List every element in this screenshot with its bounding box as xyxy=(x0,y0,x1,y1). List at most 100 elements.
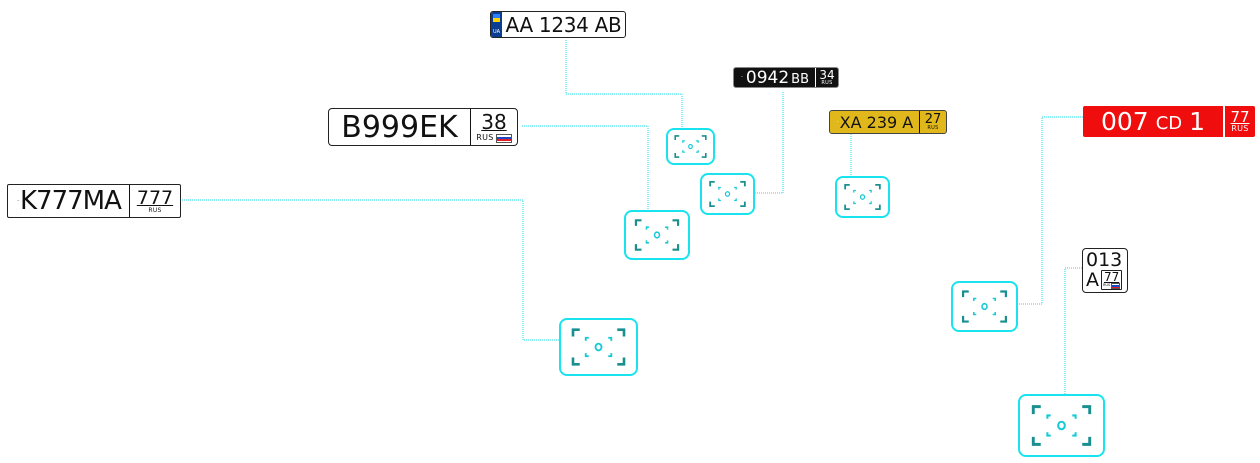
focus-circle xyxy=(981,302,988,311)
viewfinder-corner xyxy=(875,204,881,211)
connector-ua xyxy=(565,40,683,129)
focus-bracket xyxy=(1046,414,1051,419)
viewfinder-corner xyxy=(1082,436,1092,446)
russia-flag-icon xyxy=(495,133,512,143)
focus-bracket xyxy=(645,226,649,230)
plate-region: 77 xyxy=(1103,270,1120,284)
camera-k777[interactable] xyxy=(559,318,638,376)
focus-bracket xyxy=(853,201,856,205)
plate-region-label: RUS xyxy=(148,206,162,214)
viewfinder-corner xyxy=(709,201,715,208)
plate-line-2: A xyxy=(1086,269,1099,291)
viewfinder-corner xyxy=(961,290,969,298)
focus-bracket xyxy=(645,240,649,244)
focus-bracket xyxy=(682,140,685,143)
plate-number: K777MA xyxy=(20,186,122,216)
camera-viewfinder-icon xyxy=(674,135,707,158)
connector-b999 xyxy=(522,125,649,211)
camera-square[interactable] xyxy=(1018,394,1105,457)
plate-bolt: · xyxy=(17,197,19,205)
viewfinder-corner xyxy=(844,204,850,211)
focus-bracket xyxy=(718,198,721,202)
viewfinder-corner xyxy=(875,183,881,190)
viewfinder-corner xyxy=(634,219,642,226)
license-plate-k777ma: · K777MA 777 RUS xyxy=(7,184,181,218)
viewfinder-corner xyxy=(672,244,680,251)
license-plate-red: 007 CD 1 77 RUS xyxy=(1083,106,1255,137)
focus-bracket xyxy=(584,353,589,358)
plate-region: 77 xyxy=(1230,108,1250,126)
camera-viewfinder-icon xyxy=(709,180,746,208)
plate-region: 38 xyxy=(481,109,507,134)
focus-bracket xyxy=(665,240,669,244)
focus-bracket xyxy=(992,297,996,302)
viewfinder-corner xyxy=(571,357,580,366)
viewfinder-corner xyxy=(674,135,680,140)
focus-bracket xyxy=(682,150,685,153)
plate-region: 777 xyxy=(136,186,174,209)
viewfinder-corner xyxy=(701,153,707,158)
camera-b999[interactable] xyxy=(624,210,690,260)
license-plate-b999ek: B999EK 38 RUS xyxy=(328,108,518,146)
connector-square xyxy=(1064,267,1082,396)
plate-suffix: 1 xyxy=(1189,107,1206,136)
camera-viewfinder-icon xyxy=(844,183,881,211)
camera-yellow[interactable] xyxy=(835,176,890,218)
focus-bracket xyxy=(696,140,699,143)
plate-series: BB xyxy=(791,71,810,87)
plate-region-label: RUS xyxy=(1103,283,1111,288)
viewfinder-corner xyxy=(571,328,580,337)
focus-bracket xyxy=(973,297,977,302)
viewfinder-corner xyxy=(740,180,746,187)
focus-bracket xyxy=(992,311,996,316)
focus-bracket xyxy=(1072,432,1077,437)
plate-number: XA 239 A xyxy=(839,112,914,132)
viewfinder-corner xyxy=(1031,436,1041,446)
camera-black[interactable] xyxy=(700,173,755,215)
focus-bracket xyxy=(608,336,613,341)
viewfinder-corner xyxy=(961,315,969,323)
focus-bracket xyxy=(718,186,721,190)
focus-circle xyxy=(688,143,693,150)
viewfinder-corner xyxy=(1082,405,1092,415)
focus-bracket xyxy=(734,198,737,202)
viewfinder-corner xyxy=(617,357,626,366)
plate-number: 0942 xyxy=(745,67,790,88)
focus-bracket xyxy=(973,311,977,316)
ua-badge-text: UA xyxy=(492,29,501,35)
license-plate-square: 013 A 77 RUS xyxy=(1082,248,1128,293)
viewfinder-corner xyxy=(634,244,642,251)
viewfinder-corner xyxy=(709,180,715,187)
viewfinder-corner xyxy=(617,328,626,337)
plate-region: 34 xyxy=(819,68,835,82)
camera-red[interactable] xyxy=(951,281,1018,332)
focus-bracket xyxy=(734,186,737,190)
focus-bracket xyxy=(665,226,669,230)
camera-viewfinder-icon xyxy=(961,290,1008,323)
plate-number: B999EK xyxy=(341,109,458,145)
focus-circle xyxy=(653,231,661,239)
plate-number: AA 1234 AB xyxy=(505,12,622,37)
focus-bracket xyxy=(1046,432,1051,437)
focus-bracket xyxy=(608,353,613,358)
plate-series: CD xyxy=(1155,113,1183,134)
focus-circle xyxy=(724,191,731,197)
connector-black xyxy=(754,92,784,194)
plate-region-label: RUS xyxy=(476,133,494,142)
camera-ua[interactable] xyxy=(666,128,715,165)
focus-bracket xyxy=(696,150,699,153)
focus-circle xyxy=(1057,420,1066,431)
license-plate-black: · 0942 BB 34 RUS xyxy=(733,67,839,88)
focus-circle xyxy=(594,342,603,352)
viewfinder-corner xyxy=(1000,315,1008,323)
plate-bolt: · xyxy=(836,118,839,126)
viewfinder-corner xyxy=(740,201,746,208)
plate-region-label: RUS xyxy=(1231,124,1249,133)
focus-bracket xyxy=(869,189,872,193)
connector-k777 xyxy=(182,199,560,341)
plate-line-1: 013 xyxy=(1086,249,1123,271)
focus-bracket xyxy=(853,189,856,193)
focus-bracket xyxy=(584,336,589,341)
plate-bolt: · xyxy=(740,74,743,81)
camera-viewfinder-icon xyxy=(634,219,680,251)
